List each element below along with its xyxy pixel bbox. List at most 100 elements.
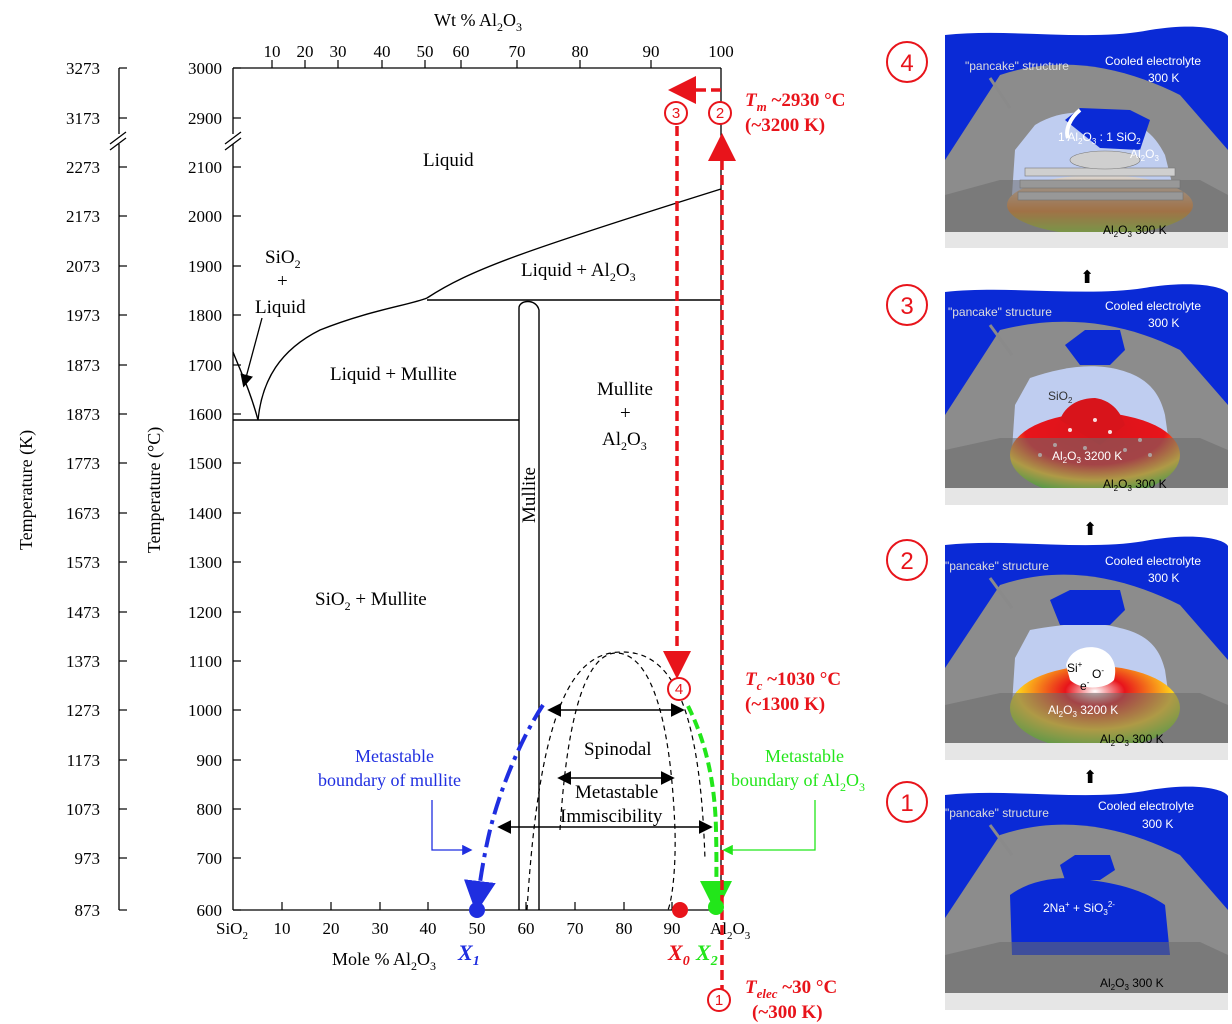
cooled-temp: 300 K (1148, 571, 1179, 585)
k-tick: 873 (75, 901, 101, 920)
k-tick: 2173 (66, 207, 100, 226)
binodal-curve (526, 651, 706, 911)
k-tick: 1273 (66, 701, 100, 720)
wt-tick: 70 (509, 42, 526, 61)
ion-label: 2Na+ + SiO32- (1043, 900, 1115, 917)
marker-2: 2 (716, 105, 724, 122)
meta-mullite-pointer (431, 800, 473, 856)
c-tick: 600 (197, 901, 223, 920)
wt-tick: 40 (374, 42, 391, 61)
tc-label: Tc ~1030 °C (745, 669, 841, 693)
up-arrow-icon: ⬆ (1079, 267, 1094, 287)
step-panel-3: "pancake" structure Cooled electrolyte 3… (886, 284, 1228, 505)
hot-label: Al2O3 3200 K (1052, 449, 1122, 465)
meta-al2o3-a: Metastable (765, 746, 844, 766)
step-panel-4: "pancake" structure Cooled electrolyte 3… (886, 26, 1228, 248)
c-tick: 700 (197, 849, 223, 868)
bottom-axis-title: Mole % Al2O3 (332, 949, 436, 973)
k-tick: 2273 (66, 158, 100, 177)
x2-label: X2 (695, 940, 718, 969)
sio2-label: SiO2 (1048, 389, 1073, 405)
phase-diagram: 3000 2900 2100 2000 1900 1800 1700 1600 … (16, 10, 865, 1023)
mol-tick: 60 (518, 919, 535, 938)
label-metastable: Metastable (575, 782, 658, 803)
c-tick: 2100 (188, 158, 222, 177)
marker-3: 3 (672, 105, 680, 122)
cooled-label: Cooled electrolyte (1105, 54, 1201, 68)
c-tick: 3000 (188, 59, 222, 78)
meta-mullite-b: boundary of mullite (318, 770, 461, 790)
mol-tick: 80 (616, 919, 633, 938)
cooled-temp: 300 K (1148, 316, 1179, 330)
k-tick: 2073 (66, 257, 100, 276)
region-sio2-liquid-b: + (277, 271, 288, 292)
panel4-arrow (1065, 108, 1082, 139)
c-tick: 2000 (188, 207, 222, 226)
mullite-field (518, 300, 540, 910)
region-sio2-mullite: SiO2 + Mullite (315, 589, 427, 613)
region-mullite-al2o3-c: Al2O3 (602, 429, 647, 453)
k-tick: 1573 (66, 553, 100, 572)
c-tick: 1700 (188, 356, 222, 375)
mol-tick: 50 (469, 919, 486, 938)
k-tick: 1473 (66, 603, 100, 622)
pancake-label: "pancake" structure (948, 305, 1052, 319)
al2o3-label: Al2O3 (1130, 147, 1159, 163)
k-tick: 1873 (66, 356, 100, 375)
x-ticks (271, 60, 673, 910)
step-panel-1: "pancake" structure Cooled electrolyte 3… (886, 781, 1228, 1010)
cooled-temp: 300 K (1142, 817, 1173, 831)
ratio-label: 1 Al2O3 : 1 SiO2 (1058, 130, 1141, 146)
mullite-metastable-boundary (463, 703, 545, 913)
mol-tick: 70 (567, 919, 584, 938)
k-tick: 3173 (66, 109, 100, 128)
k-tick: 1173 (67, 751, 100, 770)
celsius-axis-title: Temperature (°C) (144, 427, 165, 553)
substrate-label: Al2O3 300 K (1100, 732, 1164, 748)
x1-dot (469, 902, 485, 918)
wt-tick: 50 (417, 42, 434, 61)
telec-label: Telec ~30 °C (745, 977, 837, 1001)
c-tick: 1000 (188, 701, 222, 720)
region-mullite-al2o3-b: + (620, 403, 631, 424)
label-spinodal: Spinodal (584, 739, 652, 760)
substrate-label: Al2O3 300 K (1103, 223, 1167, 239)
cooled-label: Cooled electrolyte (1098, 799, 1194, 813)
cooled-label: Cooled electrolyte (1105, 554, 1201, 568)
meta-al2o3-b: boundary of Al2O3 (731, 770, 865, 794)
k-tick: 1073 (66, 800, 100, 819)
telec-kelvin: (~300 K) (752, 1002, 823, 1023)
region-liquid: Liquid (423, 150, 474, 171)
c-tick: 1900 (188, 257, 222, 276)
k-tick: 1873 (66, 405, 100, 424)
c-tick: 2900 (188, 109, 222, 128)
wt-tick: 30 (330, 42, 347, 61)
hot-label: Al2O3 3200 K (1048, 703, 1118, 719)
mol-tick: 90 (664, 919, 681, 938)
meta-al2o3-pointer (722, 800, 816, 856)
substrate-label: Al2O3 300 K (1100, 976, 1164, 992)
si-label: Si+ (1067, 660, 1083, 675)
cooled-temp: 300 K (1148, 71, 1179, 85)
eutectic-pointer (240, 317, 263, 388)
c-tick: 1500 (188, 454, 222, 473)
mol-tick: 20 (323, 919, 340, 938)
y-ticks (119, 67, 241, 911)
tm-label: Tm ~2930 °C (745, 90, 845, 114)
pancake-pointers (988, 77, 1014, 856)
region-sio2-liquid-c: Liquid (255, 297, 306, 318)
k-tick: 1973 (66, 306, 100, 325)
region-liquid-al2o3: Liquid + Al2O3 (521, 260, 636, 284)
k-tick: 1373 (66, 652, 100, 671)
wt-tick: 90 (643, 42, 660, 61)
region-sio2-liquid-a: SiO2 (265, 247, 301, 271)
up-arrow-icon: ⬆ (1082, 767, 1097, 787)
marker-1: 1 (715, 992, 723, 1009)
up-arrow-icon: ⬆ (1082, 519, 1097, 539)
liquidus-sio2 (232, 351, 259, 421)
meta-mullite-a: Metastable (355, 746, 434, 766)
step-1-number: 1 (900, 790, 913, 817)
c-tick: 900 (197, 751, 223, 770)
c-tick: 1400 (188, 504, 222, 523)
